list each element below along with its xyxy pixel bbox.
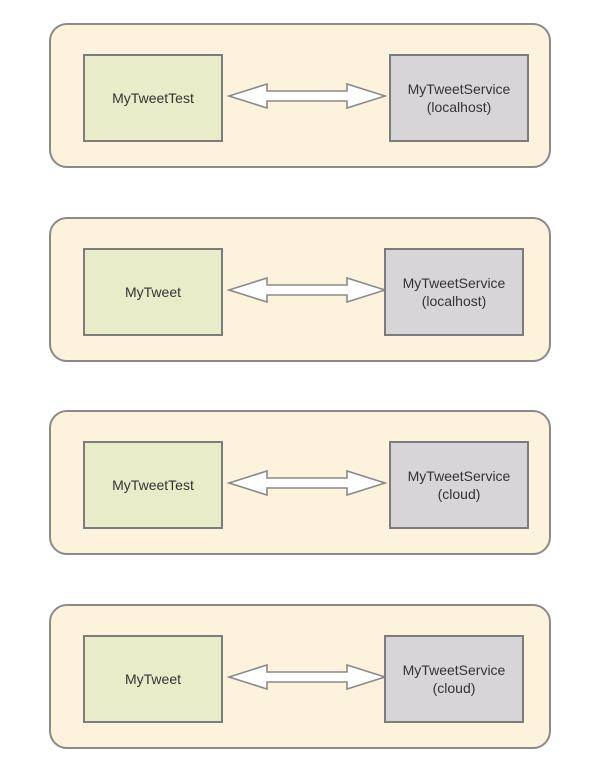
client-label-3: MyTweetTest [112, 477, 194, 493]
service-box-1: MyTweetService (localhost) [389, 54, 529, 142]
service-name-3: MyTweetService [407, 468, 511, 484]
service-host-4: (cloud) [432, 680, 476, 696]
service-host-2: (localhost) [421, 293, 487, 309]
double-arrow-icon [227, 276, 387, 304]
service-host-1: (localhost) [426, 99, 492, 115]
double-arrow-icon [227, 663, 387, 691]
client-box-4: MyTweet [83, 635, 223, 723]
service-name-1: MyTweetService [407, 81, 511, 97]
diagram-panel-1: MyTweetTest MyTweetService (localhost) [49, 23, 551, 168]
service-name-2: MyTweetService [402, 275, 506, 291]
service-host-3: (cloud) [437, 486, 481, 502]
diagram-panel-2: MyTweet MyTweetService (localhost) [49, 217, 551, 362]
diagram-panel-3: MyTweetTest MyTweetService (cloud) [49, 410, 551, 555]
double-arrow-icon [227, 469, 387, 497]
client-box-2: MyTweet [83, 248, 223, 336]
service-name-4: MyTweetService [402, 662, 506, 678]
service-box-2: MyTweetService (localhost) [384, 248, 524, 336]
client-label-2: MyTweet [124, 284, 181, 300]
client-box-1: MyTweetTest [83, 54, 223, 142]
service-box-3: MyTweetService (cloud) [389, 441, 529, 529]
client-label-4: MyTweet [124, 671, 181, 687]
client-box-3: MyTweetTest [83, 441, 223, 529]
double-arrow-icon [227, 82, 387, 110]
client-label-1: MyTweetTest [112, 90, 194, 106]
diagram-panel-4: MyTweet MyTweetService (cloud) [49, 604, 551, 749]
service-box-4: MyTweetService (cloud) [384, 635, 524, 723]
